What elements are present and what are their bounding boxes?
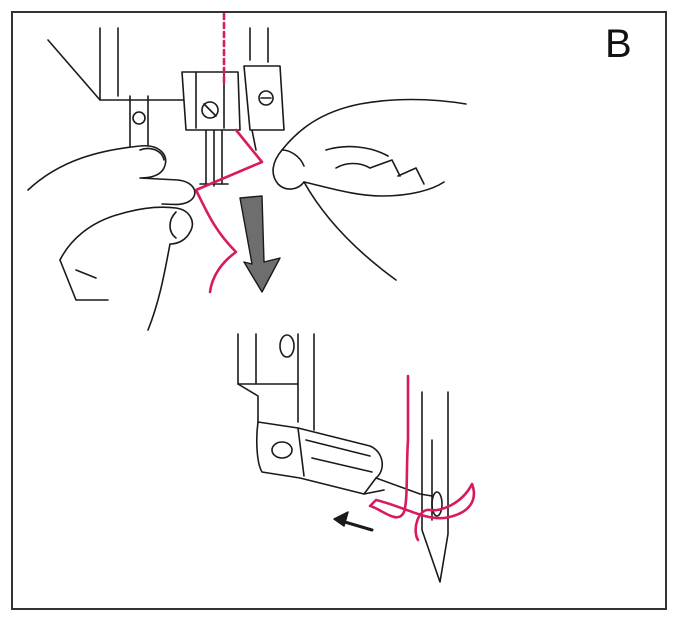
thread-bottom: [368, 374, 476, 542]
left-hand: [27, 145, 196, 331]
right-hand: [272, 98, 467, 281]
panel-label: B: [605, 22, 632, 66]
needle-closeup: [237, 333, 449, 583]
down-arrow-icon: [239, 195, 281, 293]
thread-top: [194, 128, 264, 294]
machine-head: [47, 27, 285, 187]
left-arrow-icon: [333, 511, 374, 532]
